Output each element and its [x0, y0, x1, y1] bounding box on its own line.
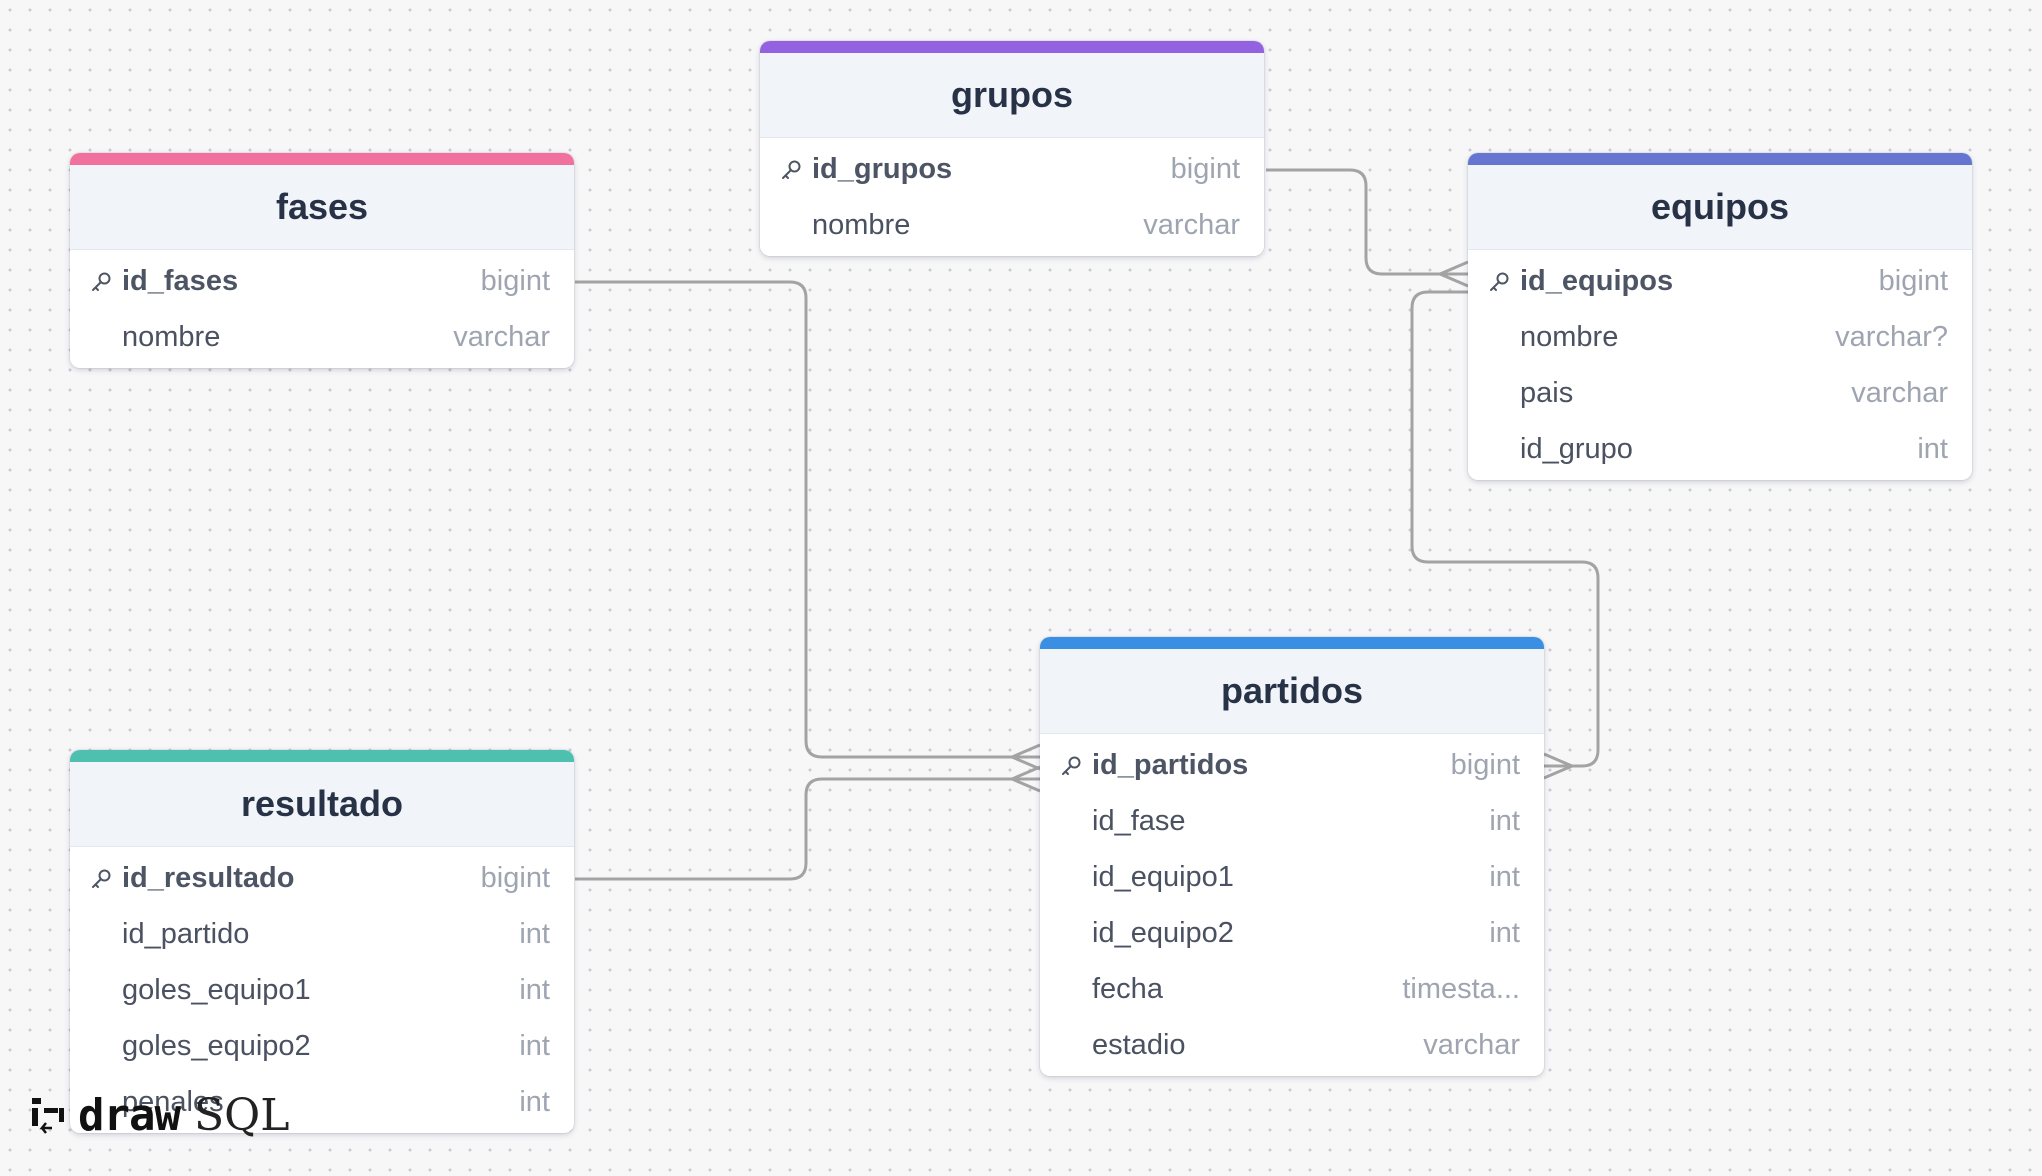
table-color-bar: [1040, 637, 1544, 649]
field-row-id-grupo[interactable]: id_grupo int: [1468, 421, 1972, 477]
field-type: bigint: [1878, 265, 1948, 297]
crowfoot-equipos-partidos: [1543, 752, 1573, 780]
field-type: int: [519, 918, 550, 950]
field-name: goles_equipo1: [122, 974, 311, 1006]
field-row-id-partidos[interactable]: id_partidos bigint: [1040, 737, 1544, 793]
field-name: id_grupos: [812, 153, 953, 185]
field-row-goles-equipo1[interactable]: goles_equipo1 int: [70, 962, 574, 1018]
field-list: id_equipos bigint nombre varchar? pais varcha…: [1468, 250, 1972, 480]
field-type: int: [1489, 805, 1520, 837]
field-type: int: [519, 1086, 550, 1118]
field-type: varchar: [1423, 1029, 1520, 1061]
key-icon: [1062, 756, 1081, 775]
connector-grupos-equipos[interactable]: [1266, 168, 1468, 276]
table-color-bar: [760, 41, 1264, 53]
key-icon: [782, 160, 801, 179]
field-name: nombre: [1520, 321, 1619, 353]
table-title: partidos: [1040, 649, 1544, 734]
field-type: int: [519, 1030, 550, 1062]
field-row-nombre[interactable]: nombre varchar: [70, 309, 574, 365]
field-list: id_grupos bigint nombre varchar: [760, 138, 1264, 256]
field-type: bigint: [1170, 153, 1240, 185]
field-name: id_equipo1: [1092, 861, 1234, 893]
table-equipos[interactable]: equipos id_equipos bigint nombre varchar? pa…: [1468, 153, 1972, 480]
field-name: nombre: [122, 321, 221, 353]
key-icon: [1490, 272, 1509, 291]
field-row-nombre[interactable]: nombre varchar: [760, 197, 1264, 253]
field-name: id_resultado: [122, 862, 295, 894]
table-grupos[interactable]: grupos id_grupos bigint nombre varchar: [760, 41, 1264, 256]
crowfoot-resultado-partidos: [1011, 765, 1041, 793]
table-title: equipos: [1468, 165, 1972, 250]
connector-equipos-partidos[interactable]: [1410, 290, 1600, 768]
key-icon: [92, 272, 111, 291]
field-name: pais: [1520, 377, 1574, 409]
field-row-id-equipos[interactable]: id_equipos bigint: [1468, 253, 1972, 309]
field-name: nombre: [812, 209, 911, 241]
field-row-pais[interactable]: pais varchar: [1468, 365, 1972, 421]
table-title: fases: [70, 165, 574, 250]
crowfoot-fases-partidos: [1011, 743, 1041, 771]
field-type: varchar: [1143, 209, 1240, 241]
field-row-fecha[interactable]: fecha timesta...: [1040, 961, 1544, 1017]
field-type: varchar?: [1835, 321, 1948, 353]
field-row-id-equipo2[interactable]: id_equipo2 int: [1040, 905, 1544, 961]
field-row-id-fases[interactable]: id_fases bigint: [70, 253, 574, 309]
field-type: timesta...: [1402, 973, 1520, 1005]
table-color-bar: [70, 153, 574, 165]
field-type: int: [1489, 861, 1520, 893]
field-row-estadio[interactable]: estadio varchar: [1040, 1017, 1544, 1073]
connector-fases-partidos[interactable]: [575, 280, 1040, 759]
field-row-id-resultado[interactable]: id_resultado bigint: [70, 850, 574, 906]
table-color-bar: [70, 750, 574, 762]
field-type: int: [1489, 917, 1520, 949]
field-row-id-fase[interactable]: id_fase int: [1040, 793, 1544, 849]
key-icon: [92, 869, 111, 888]
table-color-bar: [1468, 153, 1972, 165]
field-name: id_fase: [1092, 805, 1186, 837]
field-row-goles-equipo2[interactable]: goles_equipo2 int: [70, 1018, 574, 1074]
table-title: grupos: [760, 53, 1264, 138]
field-type: varchar: [1851, 377, 1948, 409]
field-name: id_partidos: [1092, 749, 1249, 781]
field-type: bigint: [480, 862, 550, 894]
field-type: bigint: [1450, 749, 1520, 781]
drawsql-logo-icon: [32, 1098, 64, 1134]
field-name: id_equipo2: [1092, 917, 1234, 949]
field-name: fecha: [1092, 973, 1163, 1005]
field-row-id-grupos[interactable]: id_grupos bigint: [760, 141, 1264, 197]
field-name: penales: [122, 1086, 224, 1118]
field-name: id_grupo: [1520, 433, 1633, 465]
table-title: resultado: [70, 762, 574, 847]
table-fases[interactable]: fases id_fases bigint nombre varchar: [70, 153, 574, 368]
field-type: int: [519, 974, 550, 1006]
field-name: estadio: [1092, 1029, 1186, 1061]
logo-text-draw: draw: [78, 1090, 181, 1141]
field-row-id-partido[interactable]: id_partido int: [70, 906, 574, 962]
logo-text-sql: SQL: [194, 1090, 290, 1141]
crowfoot-grupos-equipos: [1439, 260, 1469, 288]
field-name: id_equipos: [1520, 265, 1674, 297]
field-row-nombre[interactable]: nombre varchar?: [1468, 309, 1972, 365]
field-name: goles_equipo2: [122, 1030, 311, 1062]
field-list: id_fases bigint nombre varchar: [70, 250, 574, 368]
field-row-penales[interactable]: penales int: [70, 1074, 574, 1130]
field-type: bigint: [480, 265, 550, 297]
field-row-id-equipo1[interactable]: id_equipo1 int: [1040, 849, 1544, 905]
connector-resultado-partidos[interactable]: [575, 777, 1040, 881]
field-name: id_fases: [122, 265, 239, 297]
field-name: id_partido: [122, 918, 250, 950]
field-type: int: [1917, 433, 1948, 465]
field-type: varchar: [453, 321, 550, 353]
